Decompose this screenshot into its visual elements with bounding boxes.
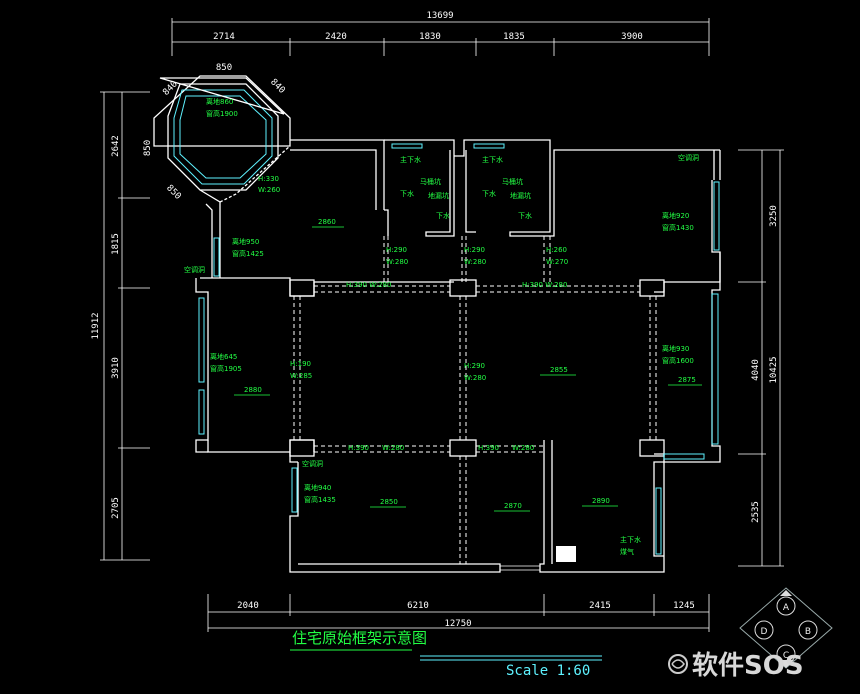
dim-left-total: 11912 xyxy=(91,312,101,339)
bath1-floor-drain: 地漏坑 xyxy=(428,191,449,200)
kitchen-fixture xyxy=(556,546,576,562)
view-navigator xyxy=(739,587,833,669)
beam-1-h: H:290 xyxy=(386,246,407,254)
dim-top-seg-4: 1835 xyxy=(503,32,525,42)
left-dimension-chain: 11912 2642 1815 3910 2705 xyxy=(91,91,150,561)
annotations: H:330 W:260 2860 离地950 窗高1425 空调洞 主下水 马桶… xyxy=(184,153,702,556)
bottom-left-sill: 离地940 xyxy=(304,483,331,492)
dim-bottom-seg-2: 6210 xyxy=(407,601,429,611)
dim-right-seg-2: 4040 xyxy=(751,359,761,381)
dim-right-seg-1: 3250 xyxy=(769,205,779,227)
drawing-scale: Scale 1:60 xyxy=(506,663,590,679)
dim-top-seg-3: 1830 xyxy=(419,32,441,42)
dim-bottom-seg-1: 2040 xyxy=(237,601,259,611)
dim-top-total: 13699 xyxy=(426,11,453,21)
beam-row2-left-w: W:280 xyxy=(382,444,404,452)
nav-down-button[interactable]: C xyxy=(783,651,789,661)
ac-hole-1: 空调洞 xyxy=(184,265,205,274)
watermark-text: 软件SOS xyxy=(692,651,804,681)
dim-bay-diag-right: 840 xyxy=(268,77,287,96)
beam-row2-right-w: W:280 xyxy=(512,444,534,452)
left-upper-sill: 离地950 xyxy=(232,237,259,246)
dim-bottom-seg-4: 1245 xyxy=(673,601,695,611)
opening-w: W:260 xyxy=(258,186,280,194)
ac-hole-3: 空调洞 xyxy=(302,459,323,468)
bottom-dimension-chain: 2040 6210 2415 1245 12750 xyxy=(207,594,710,632)
dim-top-seg-1: 2714 xyxy=(213,32,235,42)
bath2-drain: 下水 xyxy=(482,189,496,198)
ceiling-2880: 2880 xyxy=(244,386,262,394)
right-upper-sill: 离地920 xyxy=(662,211,689,220)
beam-row2-left-h: H:390 xyxy=(348,444,369,452)
ac-hole-2: 空调洞 xyxy=(678,153,699,162)
columns xyxy=(289,279,665,457)
beam-1-w: W:280 xyxy=(386,258,408,266)
dim-bottom-total: 12750 xyxy=(444,619,471,629)
ceiling-2855: 2855 xyxy=(550,366,568,374)
bath1-drain: 下水 xyxy=(400,189,414,198)
ceiling-2850: 2850 xyxy=(380,498,398,506)
watermark: 软件SOS xyxy=(668,651,804,681)
right-dimension-chain: 3250 4040 10425 2535 xyxy=(738,149,784,567)
dim-bay-diag-left: 840 xyxy=(161,79,180,98)
dim-left-seg-4: 2705 xyxy=(111,497,121,519)
beam-lines xyxy=(293,236,657,564)
beam-2-h: H:290 xyxy=(464,246,485,254)
left-upper-curtain: 窗高1425 xyxy=(232,249,264,258)
top-dimension-chain: 13699 2714 2420 1830 1835 3900 xyxy=(171,11,710,56)
bath2-main-drain: 主下水 xyxy=(482,155,503,164)
right-upper-curtain: 窗高1430 xyxy=(662,223,694,232)
ceiling-2890: 2890 xyxy=(592,497,610,505)
ceiling-2870: 2870 xyxy=(504,502,522,510)
kitchen-drain: 主下水 xyxy=(620,535,641,544)
dim-bay-left: 850 xyxy=(143,140,153,156)
bottom-left-curtain: 窗高1435 xyxy=(304,495,336,504)
beam-row2-right-h: H:390 xyxy=(478,444,499,452)
bath1-toilet: 马桶坑 xyxy=(420,177,441,186)
col-beam-left-h: H:190 xyxy=(290,360,311,368)
dim-top-seg-2: 2420 xyxy=(325,32,347,42)
beam-3-w: W:270 xyxy=(546,258,568,266)
bath1-main-drain: 主下水 xyxy=(400,155,421,164)
dim-bay-width: 850 xyxy=(216,63,232,73)
ceiling-2860: 2860 xyxy=(318,218,336,226)
dim-top-seg-5: 3900 xyxy=(621,32,643,42)
beam-row1-left: H:390 W:280 xyxy=(346,281,391,289)
dim-left-seg-3: 3910 xyxy=(111,357,121,379)
beam-3-h: H:260 xyxy=(546,246,567,254)
kitchen-gas: 煤气 xyxy=(620,547,634,556)
col-beam-mid-h: H:290 xyxy=(464,362,485,370)
left-mid-sill: 离地645 xyxy=(210,352,237,361)
ceiling-2875: 2875 xyxy=(678,376,696,384)
bay-sill-note: 离地860 xyxy=(206,97,233,106)
dim-bay-bottom: 850 xyxy=(164,183,183,202)
dim-left-seg-1: 2642 xyxy=(111,135,121,157)
dim-bottom-seg-3: 2415 xyxy=(589,601,611,611)
right-mid-sill: 离地930 xyxy=(662,344,689,353)
col-beam-left-w: W:285 xyxy=(290,372,312,380)
windows xyxy=(198,143,720,555)
nav-right-button[interactable]: B xyxy=(805,627,811,637)
nav-up-button[interactable]: A xyxy=(783,603,790,613)
opening-h: H:330 xyxy=(258,175,279,183)
bath2-drain-2: 下水 xyxy=(518,211,532,220)
dim-left-seg-2: 1815 xyxy=(111,233,121,255)
dim-right-seg-3: 2535 xyxy=(751,501,761,523)
bay-curtain-note: 窗高1900 xyxy=(206,109,238,118)
beam-2-w: W:280 xyxy=(464,258,486,266)
bath2-floor-drain: 地漏坑 xyxy=(510,191,531,200)
col-beam-mid-w: W:280 xyxy=(464,374,486,382)
nav-left-button[interactable]: D xyxy=(761,627,768,637)
bath1-drain-2: 下水 xyxy=(436,211,450,220)
bath2-toilet: 马桶坑 xyxy=(502,177,523,186)
dim-right-total: 10425 xyxy=(769,356,779,383)
beam-row1-right: H:390 W:280 xyxy=(522,281,567,289)
exterior-walls xyxy=(195,139,721,573)
right-mid-curtain: 窗高1600 xyxy=(662,356,694,365)
left-mid-curtain: 窗高1905 xyxy=(210,364,242,373)
drawing-title: 住宅原始框架示意图 xyxy=(292,629,427,647)
